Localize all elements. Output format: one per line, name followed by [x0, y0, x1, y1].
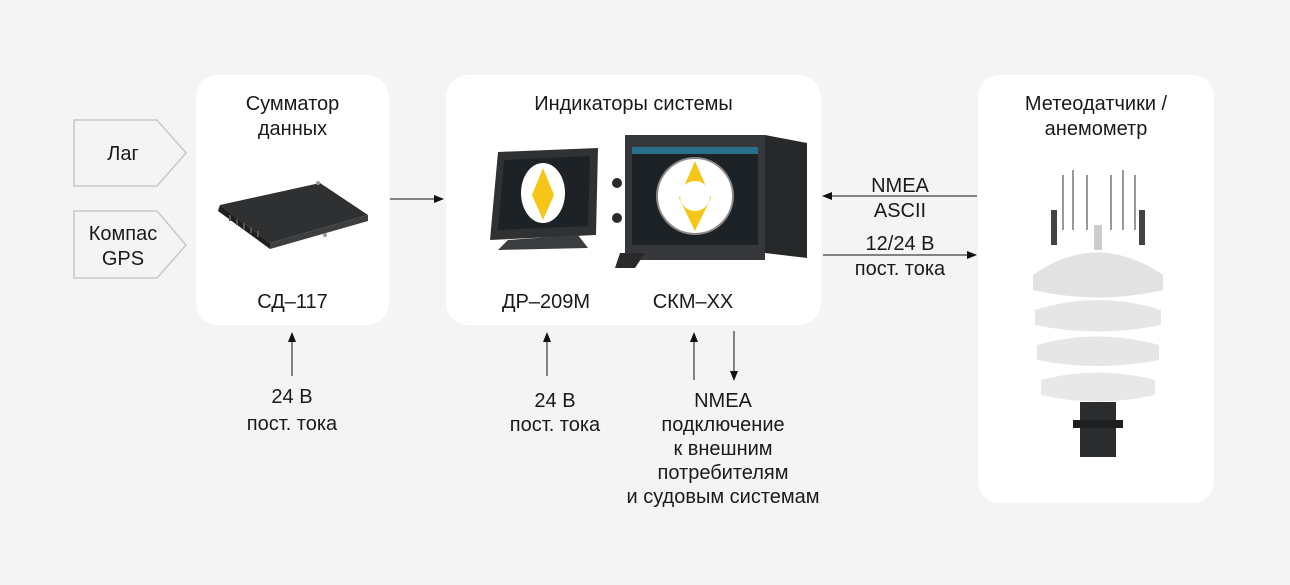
input-tags [73, 119, 187, 279]
tag-compass-shape [73, 210, 187, 279]
dr209m-power-voltage: 24 В [534, 390, 576, 412]
indicators-title: Индикаторы системы [534, 93, 733, 115]
output-line-4: потребителям [657, 462, 789, 484]
meteo-title-1: Метеодатчики / [1024, 93, 1168, 115]
output-line-3: к внешним [673, 438, 773, 460]
link-ascii-label: ASCII [873, 200, 927, 222]
dr209m-model: ДР–209М [501, 291, 591, 313]
output-line-5: и судовым системам [626, 486, 820, 508]
summator-power-voltage: 24 В [271, 386, 313, 408]
tag-compass-label: Компас [88, 223, 158, 245]
summator-device-image [218, 181, 368, 249]
anemometer-image [1033, 170, 1163, 457]
dr209m-device-image [490, 148, 598, 250]
dr209m-power-type: пост. тока [509, 414, 601, 436]
summator-title-1: Сумматор [245, 93, 340, 115]
tag-lag-shape [73, 119, 187, 187]
summator-power-type: пост. тока [246, 413, 338, 435]
link-power-type: пост. тока [854, 258, 946, 280]
summator-model: СД–117 [257, 291, 328, 313]
tag-gps-label: GPS [101, 248, 145, 270]
output-line-1: NMEA [694, 390, 752, 412]
tag-lag-label: Лаг [107, 143, 139, 165]
skm-xx-model: СКМ–XX [652, 291, 734, 313]
skm-xx-device-image [612, 135, 807, 268]
output-line-2: подключение [661, 414, 785, 436]
summator-title-2: данных [257, 118, 328, 140]
meteo-title-2: анемометр [1044, 118, 1148, 140]
link-power-voltage: 12/24 В [865, 233, 935, 255]
link-nmea-label: NMEA [871, 175, 929, 197]
